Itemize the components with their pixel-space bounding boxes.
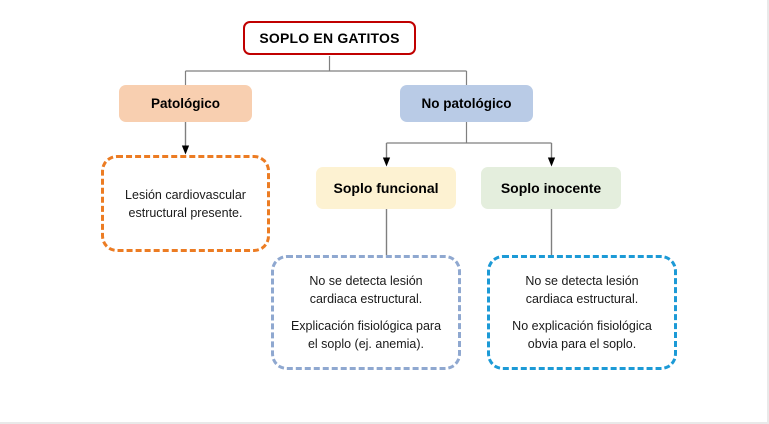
node-label: Patológico <box>150 96 220 111</box>
detail-box-soplo-inocente: No se detecta lesión cardiaca estructura… <box>487 255 677 370</box>
detail-box-soplo-funcional: No se detecta lesión cardiaca estructura… <box>271 255 461 370</box>
node-label: SOPLO EN GATITOS <box>259 30 400 46</box>
detail-line: No se detecta lesión <box>309 274 423 288</box>
connector-root-split <box>184 56 468 85</box>
node-soplo-en-gatitos[interactable]: SOPLO EN GATITOS <box>243 21 416 55</box>
detail-line: No se detecta lesión <box>525 274 639 288</box>
node-soplo-funcional[interactable]: Soplo funcional <box>316 167 456 209</box>
detail-line: cardiaca estructural. <box>525 292 639 306</box>
node-soplo-inocente[interactable]: Soplo inocente <box>481 167 621 209</box>
detail-paragraph: Lesión cardiovascular estructural presen… <box>125 186 246 222</box>
node-no-patologico[interactable]: No patológico <box>400 85 533 122</box>
connector-no-patologico-split <box>382 122 556 167</box>
detail-line: Lesión cardiovascular <box>125 187 246 202</box>
detail-box-patologico: Lesión cardiovascular estructural presen… <box>101 155 270 252</box>
node-label: Soplo inocente <box>500 180 602 196</box>
detail-paragraph: Explicación fisiológica para el soplo (e… <box>291 317 441 353</box>
node-patologico[interactable]: Patológico <box>119 85 252 122</box>
detail-line: estructural presente. <box>128 205 243 220</box>
detail-line: No explicación fisiológica <box>512 319 652 333</box>
detail-line: Explicación fisiológica para <box>290 319 442 333</box>
detail-paragraph: No explicación fisiológica obvia para el… <box>512 317 652 353</box>
detail-line: obvia para el soplo. <box>527 337 637 351</box>
detail-line: cardiaca estructural. <box>309 292 423 306</box>
node-label: Soplo funcional <box>333 180 439 196</box>
node-label: No patológico <box>421 96 512 111</box>
detail-line: el soplo (ej. anemia). <box>307 337 425 351</box>
detail-paragraph: No se detecta lesión cardiaca estructura… <box>525 272 638 308</box>
detail-paragraph: No se detecta lesión cardiaca estructura… <box>309 272 422 308</box>
